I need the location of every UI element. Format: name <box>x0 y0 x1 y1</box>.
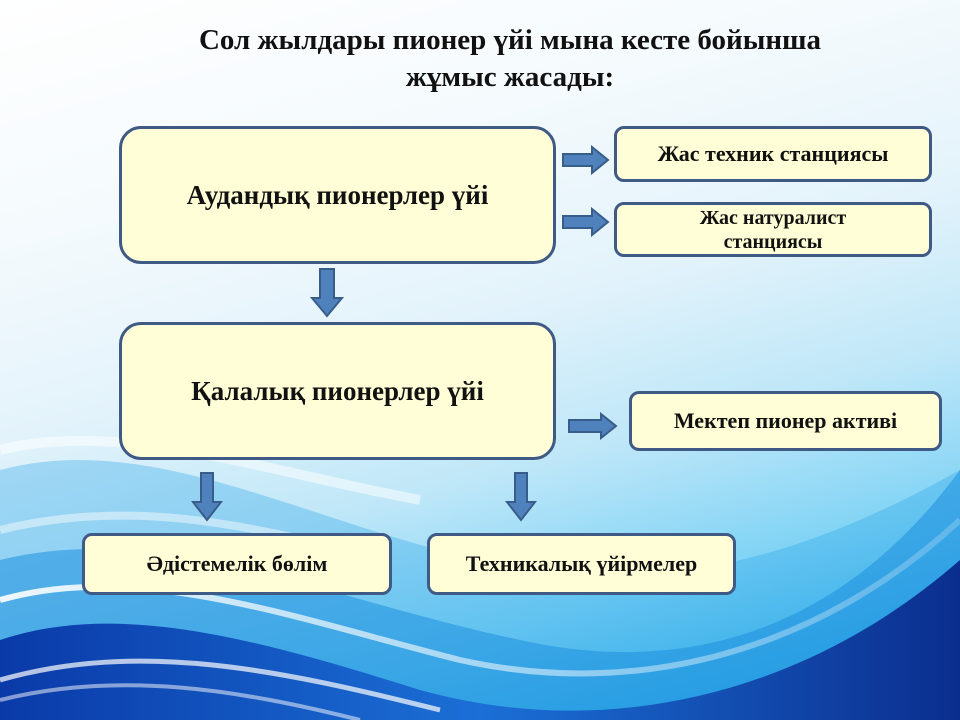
node-label: Аудандық пионерлер үйі <box>186 179 489 210</box>
slide-title: Сол жылдары пионер үйі мына кесте бойынш… <box>100 22 920 96</box>
node-label: Әдістемелік бөлім <box>146 551 328 576</box>
title-line-1: Сол жылдары пионер үйі мына кесте бойынш… <box>198 24 822 56</box>
node-label: Мектеп пионер активі <box>673 408 898 433</box>
arrow-down-icon <box>310 268 344 318</box>
node-label: Техникалық үйірмелер <box>465 551 698 576</box>
arrow-down-icon <box>190 472 224 522</box>
node-label: Қалалық пионерлер үйі <box>191 375 484 406</box>
node-young-technician-station: Жас техник станциясы <box>614 126 932 182</box>
node-technical-clubs: Техникалық үйірмелер <box>427 533 736 595</box>
node-city-pioneer-house: Қалалық пионерлер үйі <box>119 322 556 460</box>
arrow-down-icon <box>504 472 538 522</box>
arrow-right-icon <box>562 145 610 175</box>
node-label-line-1: Жас натуралист <box>699 206 847 229</box>
node-young-naturalist-station: Жас натуралист станциясы <box>614 202 932 257</box>
arrow-right-icon <box>562 207 610 237</box>
node-school-pioneer-activists: Мектеп пионер активі <box>629 391 942 451</box>
node-label: Жас техник станциясы <box>657 141 889 166</box>
node-methodical-department: Әдістемелік бөлім <box>82 533 392 595</box>
title-line-2: жұмыс жасады: <box>405 61 615 93</box>
node-label-line-2: станциясы <box>723 230 823 253</box>
arrow-right-icon <box>568 412 618 440</box>
node-district-pioneer-house: Аудандық пионерлер үйі <box>119 126 556 264</box>
